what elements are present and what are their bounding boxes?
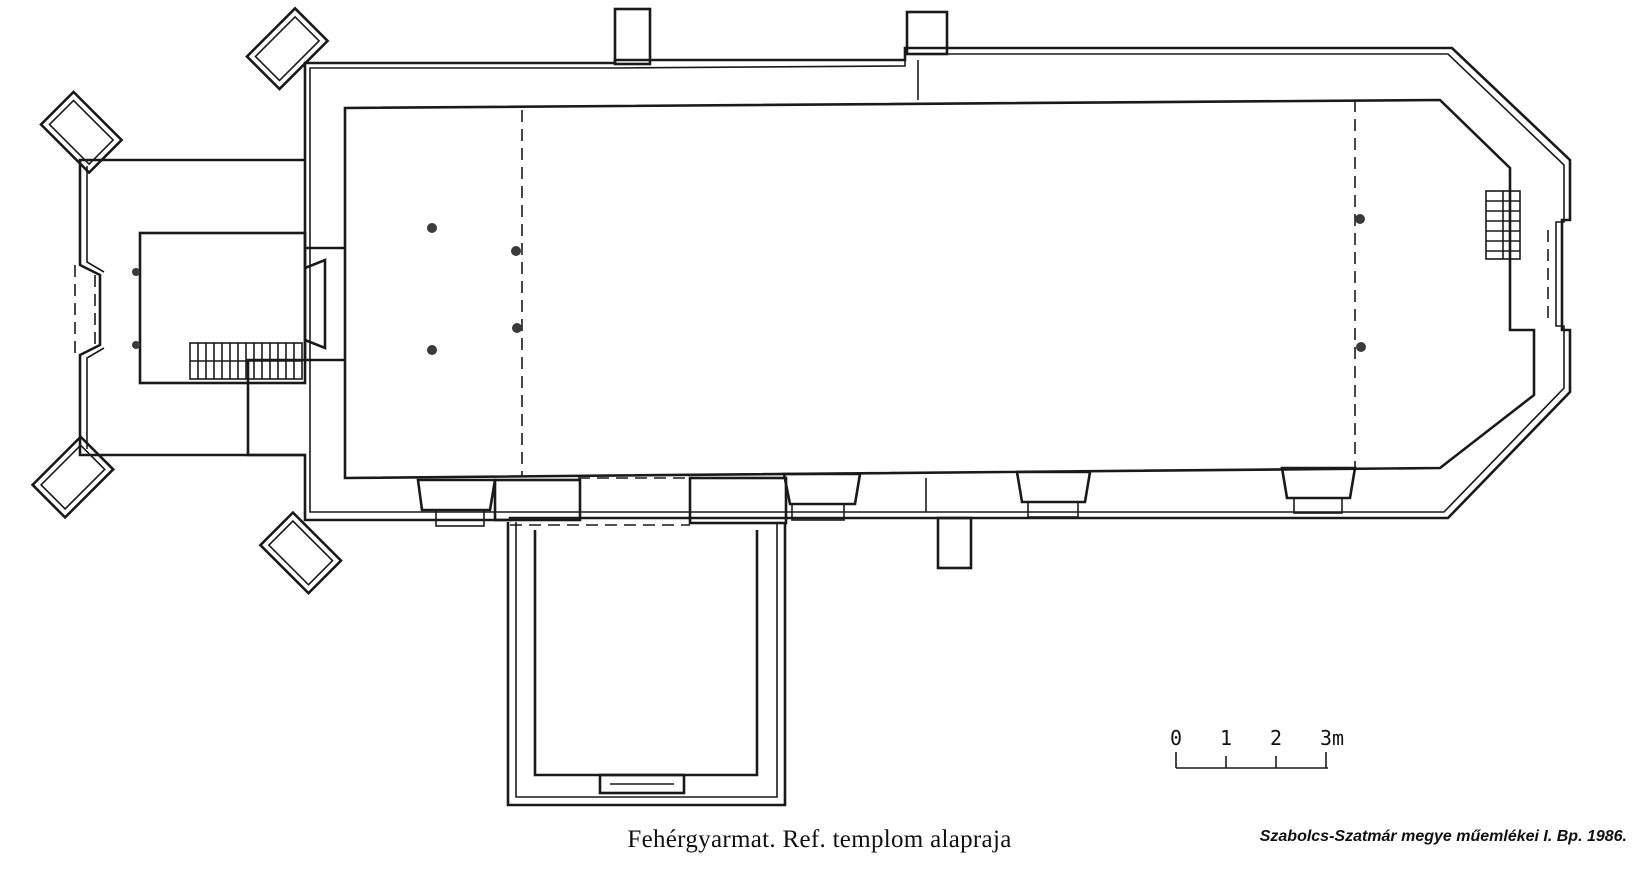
tower-buttress-nw	[245, 6, 330, 91]
pier	[688, 476, 788, 525]
pier	[493, 478, 582, 522]
scale-bar: 0 1 2 3m	[1170, 726, 1344, 769]
tower-buttress-ne	[39, 90, 124, 175]
plan-caption: Fehérgyarmat. Ref. templom alapraja	[627, 826, 1012, 853]
south-windows	[416, 466, 1357, 527]
source-citation: Szabolcs-Szatmár megye műemlékei I. Bp. …	[1259, 828, 1627, 845]
nave-inner-wall	[343, 98, 1536, 480]
tower-staircase	[189, 342, 303, 380]
tower-buttress-se	[258, 510, 343, 596]
tower-buttress-sw	[30, 434, 116, 520]
scale-label-2: 2	[1270, 726, 1282, 750]
apse-staircase	[1485, 190, 1521, 260]
buttress-north-2	[905, 10, 949, 56]
sacristy	[506, 522, 787, 807]
scale-label-3: 3m	[1320, 726, 1344, 750]
buttress-south	[936, 516, 973, 570]
columns	[132, 214, 1366, 355]
scale-label-0: 0	[1170, 726, 1182, 750]
scale-label-1: 1	[1220, 726, 1232, 750]
nave-outer-wall	[246, 46, 1572, 522]
buttress-north-1	[613, 7, 652, 66]
